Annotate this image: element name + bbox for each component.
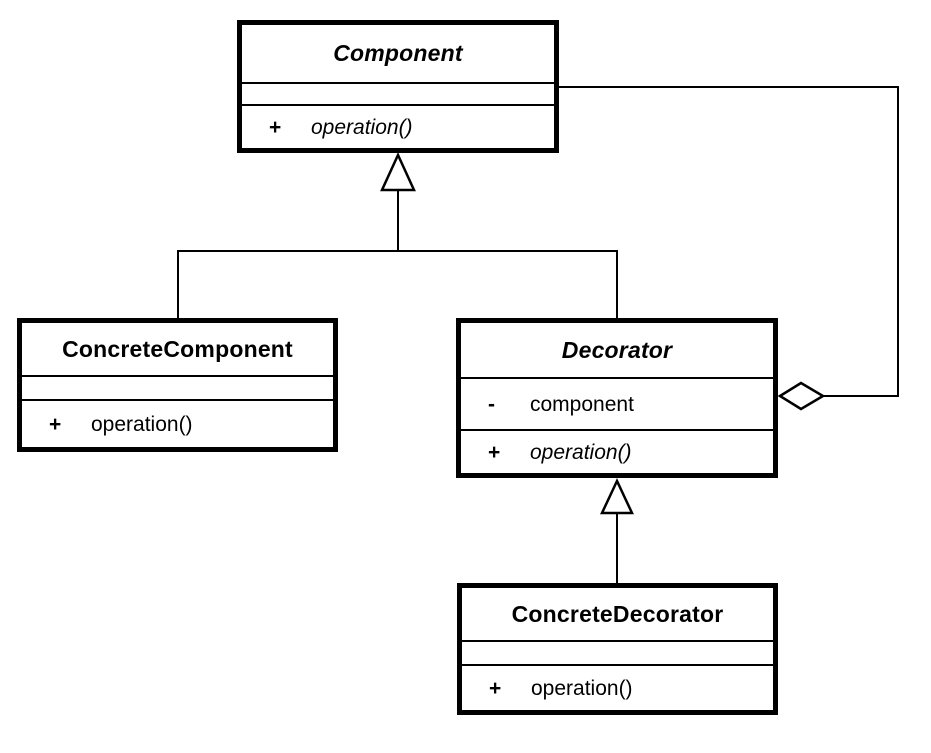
hollow-triangle-arrowhead-icon <box>600 478 634 515</box>
attribute-row: - component <box>461 394 773 415</box>
attributes-section <box>22 375 333 399</box>
generalization-to-component <box>177 151 618 322</box>
hollow-diamond-aggregation-icon <box>777 381 826 411</box>
generalization-to-decorator <box>600 478 634 587</box>
visibility-sign: - <box>488 392 495 416</box>
class-box-concrete-decorator: ConcreteDecorator + operation() <box>457 583 778 715</box>
operations-section: + operation() <box>461 429 773 473</box>
class-title: ConcreteComponent <box>62 335 293 362</box>
operation-name: operation() <box>530 440 632 464</box>
attributes-section: - component <box>461 377 773 429</box>
operation-row: + operation() <box>22 414 333 435</box>
visibility-sign: + <box>269 115 282 139</box>
operations-section: + operation() <box>462 664 773 710</box>
class-box-decorator: Decorator - component + operation() <box>456 318 778 478</box>
visibility-sign: + <box>489 676 502 700</box>
attributes-section <box>242 82 554 104</box>
visibility-sign: + <box>488 440 501 464</box>
attributes-section <box>462 640 773 664</box>
operations-section: + operation() <box>242 104 554 148</box>
class-box-concrete-component: ConcreteComponent + operation() <box>17 318 338 452</box>
aggregation-decorator-component <box>556 86 899 411</box>
class-box-component: Component + operation() <box>237 20 559 153</box>
operation-name: operation() <box>91 412 193 436</box>
class-title: Decorator <box>561 336 673 363</box>
operation-name: operation() <box>531 676 633 700</box>
class-title: ConcreteDecorator <box>511 600 724 627</box>
visibility-sign: + <box>49 412 62 436</box>
operations-section: + operation() <box>22 399 333 447</box>
operation-name: operation() <box>311 115 413 139</box>
hollow-triangle-arrowhead-icon <box>380 151 416 192</box>
operation-row: + operation() <box>242 117 554 138</box>
class-title: Component <box>333 40 463 66</box>
attribute-name: component <box>530 392 634 416</box>
operation-row: + operation() <box>461 442 773 463</box>
operation-row: + operation() <box>462 678 773 699</box>
